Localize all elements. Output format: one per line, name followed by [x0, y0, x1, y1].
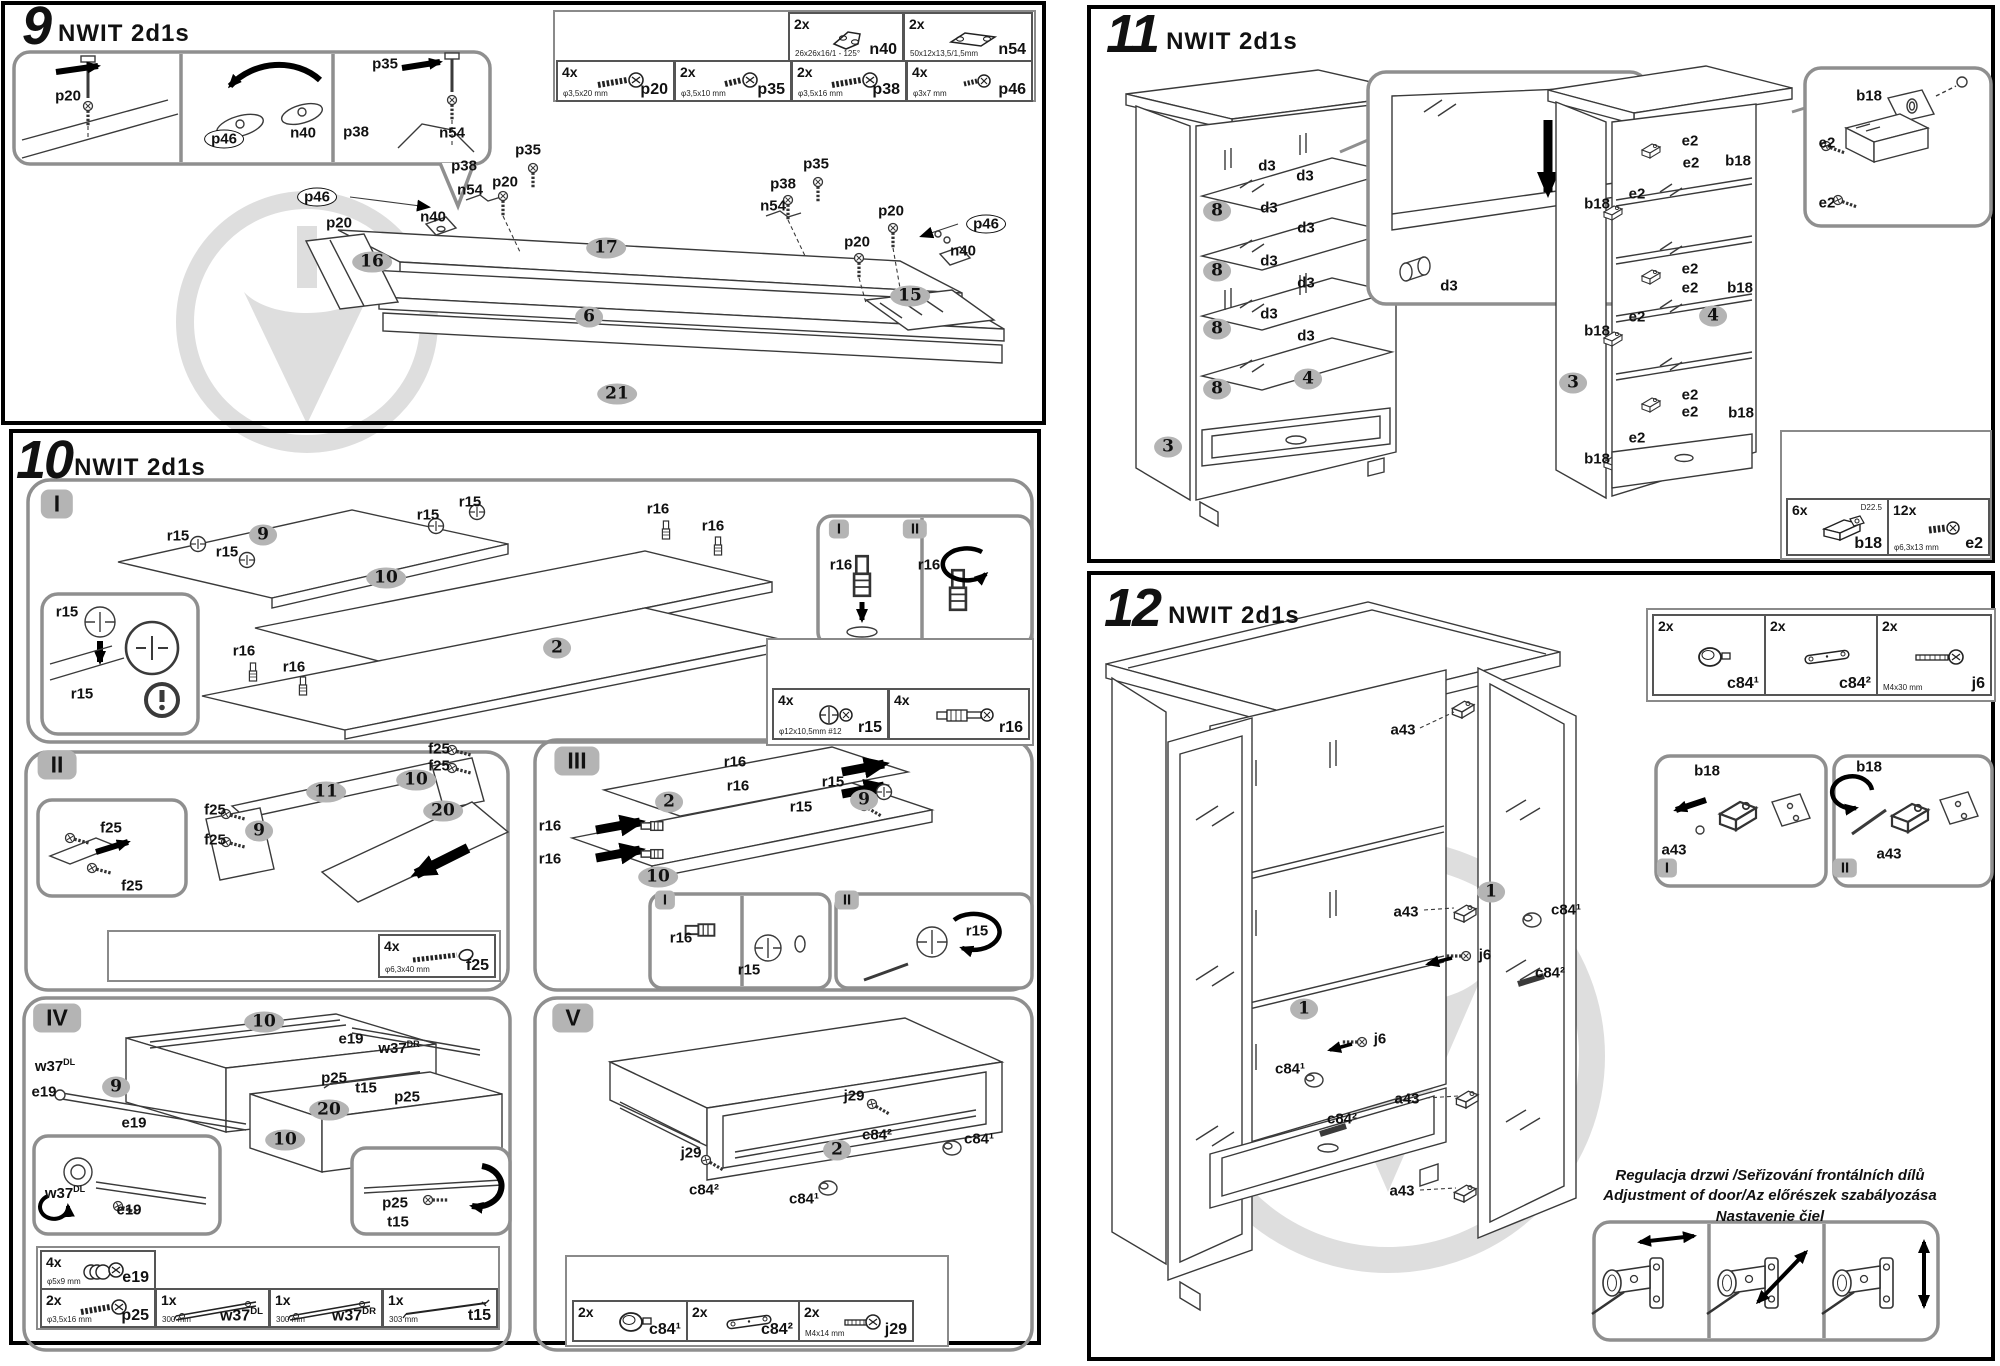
adjustment-note-line1: Regulacja drzwi /Seřizování frontálních … [1615, 1167, 1925, 1184]
step9-header: 9 NWIT 2d1s [22, 0, 190, 56]
step11-model: NWIT 2d1s [1166, 28, 1298, 55]
step9-art [12, 50, 1005, 364]
step11-number: 11 [1106, 4, 1160, 64]
adjustment-note-line2: Adjustment of door/Az előrészek szabályo… [1603, 1187, 1937, 1205]
step11-art [1125, 65, 1993, 528]
adjustment-note-line3: Nastavenie čiel [1715, 1207, 1825, 1225]
step12-model: NWIT 2d1s [1168, 602, 1300, 629]
step9-number: 9 [22, 0, 52, 56]
step11-header: 11 NWIT 2d1s [1106, 4, 1298, 64]
step9-model: NWIT 2d1s [58, 20, 190, 47]
door-adjustment-note: Regulacja drzwi /Seřizování frontálních … [1570, 1166, 1970, 1227]
step12-number: 12 [1104, 578, 1162, 638]
step10-model: NWIT 2d1s [74, 454, 206, 481]
step10-art [22, 478, 1034, 1352]
step12-header: 12 NWIT 2d1s [1104, 578, 1300, 638]
step12-art [1105, 601, 1994, 1342]
step10-number: 10 [16, 430, 74, 490]
step10-header: 10 NWIT 2d1s [16, 430, 206, 490]
